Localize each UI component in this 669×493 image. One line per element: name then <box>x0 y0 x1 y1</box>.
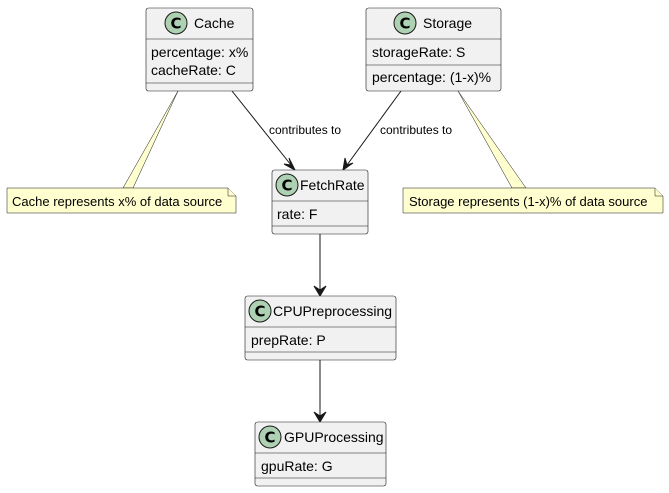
class-circle-icon <box>258 425 282 449</box>
edges: contributes to contributes to <box>231 90 452 423</box>
class-glyph: C <box>281 177 292 195</box>
class-gpuprocessing[interactable]: C GPUProcessing gpuRate: G <box>254 421 387 487</box>
arrowhead-storage-fetchrate <box>342 157 354 172</box>
class-name-storage: Storage <box>423 15 472 31</box>
note-text-storage: Storage represents (1-x)% of data source <box>409 194 647 209</box>
note-text-cache: Cache represents x% of data source <box>12 194 222 209</box>
class-glyph: C <box>399 15 410 33</box>
class-storage[interactable]: C Storage storageRate: S percentage: (1-… <box>365 7 502 92</box>
attr-rate: rate: F <box>277 206 317 222</box>
attr-storagerate: storageRate: S <box>372 44 465 60</box>
class-circle-icon <box>275 173 299 197</box>
class-circle-icon <box>393 11 417 35</box>
class-cache[interactable]: C Cache percentage: x% cacheRate: C <box>145 7 254 92</box>
arrowhead-cpu-gpu <box>313 411 327 423</box>
class-circle-icon <box>164 11 188 35</box>
class-glyph: C <box>170 15 181 33</box>
attr-cacherate: cacheRate: C <box>151 62 236 78</box>
edge-cache-to-fetchrate <box>231 90 292 166</box>
cache-note-connector <box>122 90 179 189</box>
storage-note-connector <box>457 90 527 189</box>
note-connectors <box>122 90 527 189</box>
attr-percentage: percentage: (1-x)% <box>372 69 491 85</box>
arrowhead-cache-fetchrate <box>283 157 297 172</box>
class-name-cache: Cache <box>194 15 235 31</box>
class-circle-icon <box>248 299 272 323</box>
attr-gpurate: gpuRate: G <box>261 458 333 474</box>
class-fetchrate[interactable]: C FetchRate rate: F <box>271 169 369 235</box>
class-name-gpuprocessing: GPUProcessing <box>284 429 384 445</box>
class-cpupreprocessing[interactable]: C CPUPreprocessing prepRate: P <box>244 295 397 361</box>
class-name-fetchrate: FetchRate <box>300 177 365 193</box>
edge-storage-to-fetchrate <box>346 90 402 166</box>
attr-preprate: prepRate: P <box>251 332 326 348</box>
arrowhead-fetchrate-cpu <box>313 285 327 297</box>
attr-percentage: percentage: x% <box>151 44 248 60</box>
edge-label-cache: contributes to <box>269 123 341 137</box>
edge-label-storage: contributes to <box>380 123 452 137</box>
class-name-cpupreprocessing: CPUPreprocessing <box>273 303 392 319</box>
class-glyph: C <box>254 303 265 321</box>
note-cache: Cache represents x% of data source <box>6 187 237 214</box>
class-glyph: C <box>264 429 275 447</box>
note-storage: Storage represents (1-x)% of data source <box>402 187 664 214</box>
